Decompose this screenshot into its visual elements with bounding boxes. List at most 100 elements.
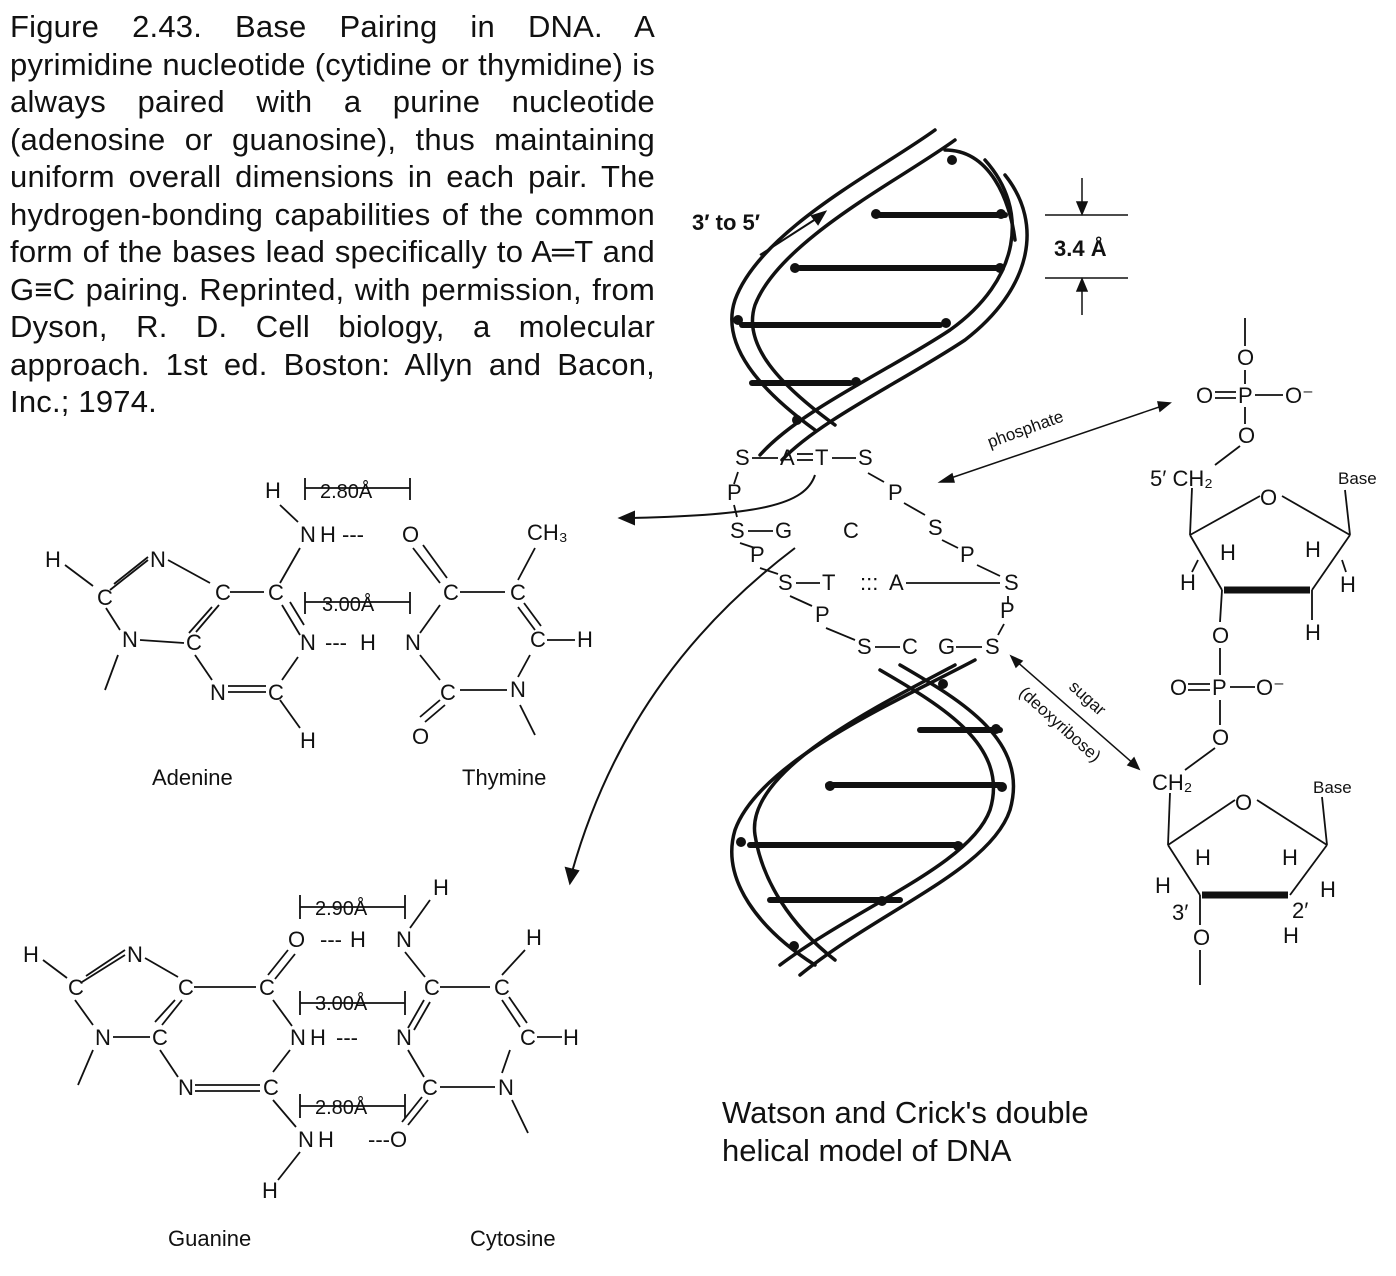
sugar-phosphate-backbone: O O P O⁻ O 5′ CH₂ O H H H H H O O P O⁻ O…	[1150, 318, 1377, 985]
svg-text:S: S	[857, 634, 872, 659]
upper-double-helix	[730, 128, 1029, 462]
model-title-line-1: Watson and Crick's double	[722, 1095, 1089, 1130]
svg-text:N: N	[396, 927, 412, 952]
upper-helix-rungs	[739, 212, 1008, 386]
svg-text:H: H	[23, 942, 39, 967]
sugar-label: sugar	[1065, 677, 1110, 720]
svg-text:C: C	[186, 630, 202, 655]
svg-text:N: N	[510, 677, 526, 702]
upper-strand-front	[730, 128, 957, 432]
svg-text:S: S	[1004, 570, 1019, 595]
arrow-to-guanine-cytosine	[564, 547, 796, 886]
svg-text:C: C	[268, 680, 284, 705]
svg-text:2.80Å: 2.80Å	[315, 1096, 368, 1119]
svg-text:H: H	[350, 927, 366, 952]
svg-text:C: C	[520, 1025, 536, 1050]
guanine-label: Guanine	[168, 1226, 251, 1251]
upper-strand-back	[758, 148, 1029, 462]
svg-text:H: H	[360, 630, 376, 655]
lower-strand-front	[778, 663, 1016, 977]
svg-text:H: H	[526, 925, 542, 950]
svg-text:---: ---	[325, 630, 347, 655]
ladder-bonds	[733, 453, 1009, 648]
svg-text:3.00Å: 3.00Å	[322, 593, 375, 616]
svg-text:C: C	[68, 975, 84, 1000]
svg-text:P: P	[727, 480, 742, 505]
svg-text:P: P	[1000, 598, 1015, 623]
svg-text:N: N	[122, 627, 138, 652]
svg-text:H: H	[1180, 570, 1196, 595]
svg-text:2.80Å: 2.80Å	[320, 480, 373, 503]
svg-text:N: N	[300, 630, 316, 655]
svg-text:C: C	[902, 634, 918, 659]
svg-text:O: O	[1212, 725, 1229, 750]
sugar-pointer	[1009, 654, 1141, 771]
svg-text:H: H	[1283, 923, 1299, 948]
svg-text:Base: Base	[1313, 778, 1352, 797]
svg-text:H: H	[262, 1178, 278, 1203]
svg-text:CH₂: CH₂	[1152, 770, 1192, 795]
svg-text:O: O	[1238, 423, 1255, 448]
lower-helix-rungs	[747, 727, 1003, 903]
svg-text:2′: 2′	[1292, 898, 1308, 923]
svg-text:---: ---	[320, 927, 342, 952]
svg-text:C: C	[422, 1075, 438, 1100]
phosphate-label: phosphate	[985, 407, 1066, 452]
svg-text:C: C	[424, 975, 440, 1000]
svg-text:C: C	[510, 580, 526, 605]
lower-double-helix	[730, 658, 1016, 977]
svg-text:H: H	[1340, 572, 1356, 597]
svg-text:P: P	[1238, 383, 1253, 408]
svg-text:O: O	[1193, 925, 1210, 950]
svg-text:S: S	[985, 634, 1000, 659]
svg-text:C: C	[178, 975, 194, 1000]
spacing-marker	[1045, 178, 1128, 315]
svg-text:H: H	[563, 1025, 579, 1050]
svg-text:C: C	[259, 975, 275, 1000]
svg-text:H: H	[1320, 877, 1336, 902]
svg-text:S: S	[735, 445, 750, 470]
svg-text:H: H	[310, 1025, 326, 1050]
arrow-to-adenine-thymine	[617, 474, 816, 526]
direction-arrow	[759, 210, 828, 256]
svg-text:P: P	[888, 480, 903, 505]
svg-text:H: H	[300, 728, 316, 753]
svg-text:H: H	[1155, 873, 1171, 898]
svg-text:O⁻: O⁻	[1256, 675, 1285, 700]
svg-text::::: :::	[860, 570, 878, 595]
svg-text:C: C	[215, 580, 231, 605]
svg-text:S: S	[858, 445, 873, 470]
svg-text:H: H	[318, 1127, 334, 1152]
svg-text:C: C	[530, 627, 546, 652]
svg-text:O: O	[1235, 790, 1252, 815]
svg-text:P: P	[1212, 675, 1227, 700]
model-title-line-2: helical model of DNA	[722, 1133, 1012, 1168]
svg-text:O: O	[1260, 485, 1277, 510]
svg-text:CH₃: CH₃	[527, 520, 568, 545]
svg-text:C: C	[263, 1075, 279, 1100]
svg-text:N: N	[498, 1075, 514, 1100]
svg-text:C: C	[843, 518, 859, 543]
svg-text:H: H	[45, 547, 61, 572]
svg-text:N: N	[298, 1127, 314, 1152]
svg-text:S: S	[730, 518, 745, 543]
svg-text:N: N	[150, 547, 166, 572]
svg-text:T: T	[822, 570, 835, 595]
svg-text:A: A	[780, 445, 795, 470]
upper-helix-dots	[733, 155, 1006, 425]
svg-text:N: N	[127, 942, 143, 967]
svg-text:N: N	[95, 1025, 111, 1050]
svg-text:N: N	[396, 1025, 412, 1050]
svg-text:Base: Base	[1338, 469, 1377, 488]
thymine-label: Thymine	[462, 765, 546, 790]
svg-text:T: T	[815, 445, 828, 470]
lower-helix-dots	[736, 679, 1007, 951]
svg-text:O: O	[1212, 623, 1229, 648]
svg-text:N: N	[178, 1075, 194, 1100]
cytosine-label: Cytosine	[470, 1226, 556, 1251]
guanine-cytosine-pair: H N C C C O --- H N H H C C N C N H --- …	[23, 875, 579, 1251]
svg-text:H: H	[433, 875, 449, 900]
svg-text:P: P	[960, 542, 975, 567]
ladder-schematic: S A T S P P S G C S P P S T A S P P S C …	[727, 445, 1019, 659]
